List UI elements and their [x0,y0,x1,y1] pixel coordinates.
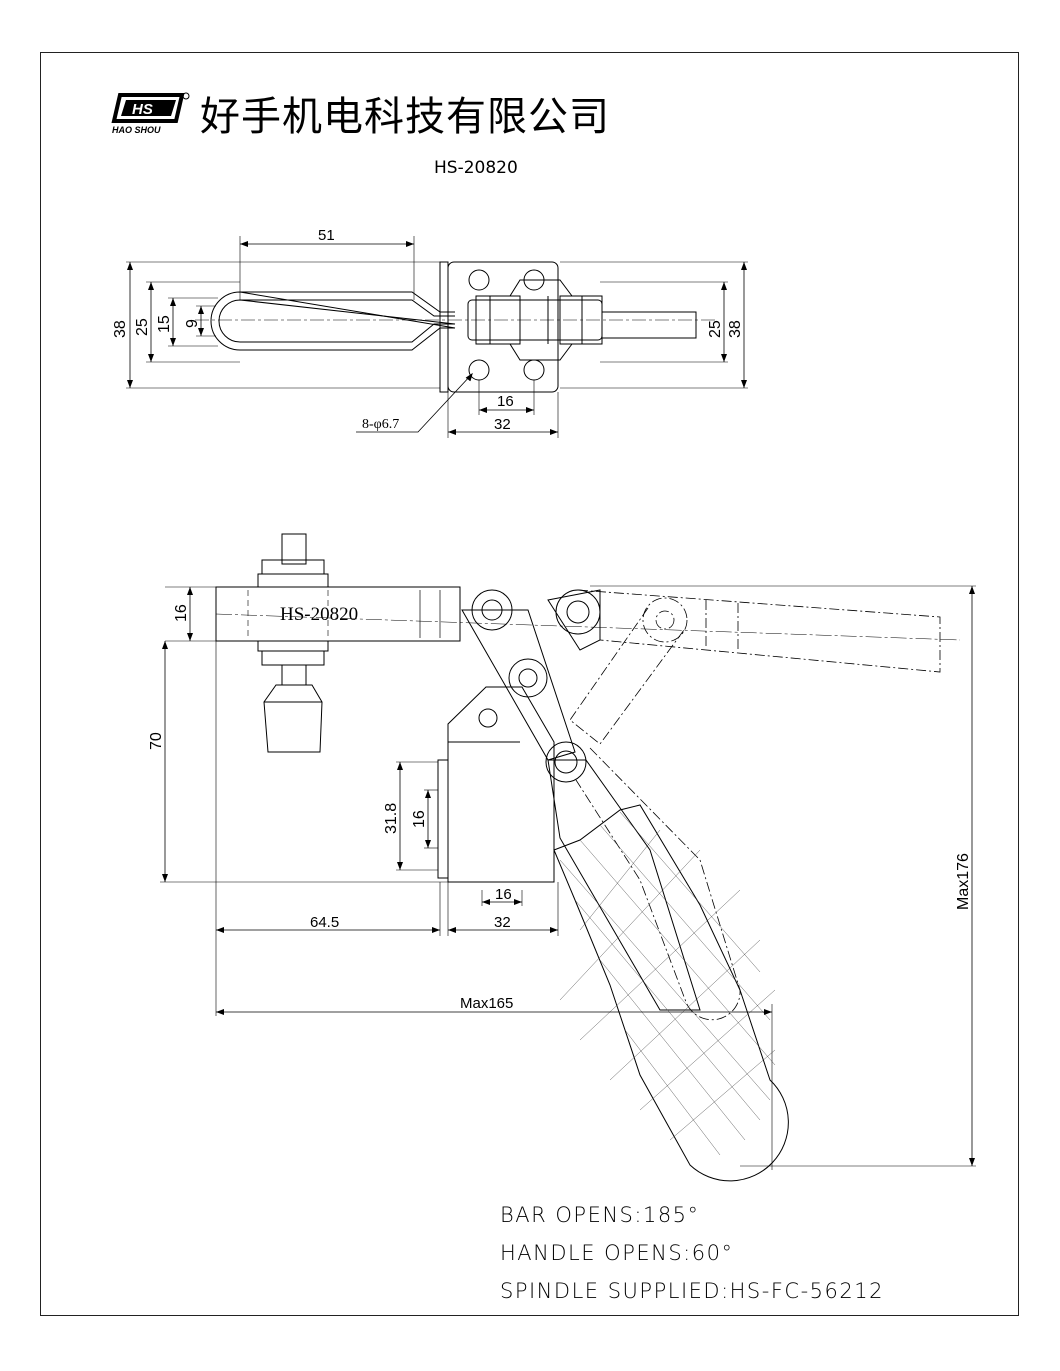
hole-callout: 8-φ6.7 [362,417,399,432]
arm-label: HS-20820 [280,604,358,625]
dim-height-70: 70 [148,732,165,750]
dim-16-vert: 16 [411,810,428,828]
dim-left-38: 38 [112,320,129,338]
dim-left-15: 15 [156,315,173,333]
dim-hole-spacing: 16 [497,393,514,410]
company-name: 好手机电科技有限公司 [200,94,610,140]
dim-base-32: 32 [494,914,511,931]
dim-left-25: 25 [134,318,151,336]
dim-right-25: 25 [707,320,724,338]
note-spindle: SPINDLE SUPPLIED:HS-FC-56212 [500,1279,884,1303]
drawing-border [40,52,1019,1316]
spec-notes: BAR OPENS:185° HANDLE OPENS:60° SPINDLE … [500,1196,884,1310]
dim-left-9: 9 [184,319,201,328]
dim-base-16: 16 [495,886,512,903]
dim-max176: Max176 [955,853,972,910]
dim-51: 51 [318,227,335,244]
hs-logo: HS HAO SHOU [111,92,190,135]
note-handle-opens: HANDLE OPENS:60° [500,1241,734,1265]
dim-base-width: 32 [494,416,511,433]
dim-right-38: 38 [727,320,744,338]
side-view [160,533,976,1182]
logo-mark: HS [132,101,153,118]
top-view [126,236,748,438]
model-number: HS-20820 [434,158,518,178]
logo-caption: HAO SHOU [112,125,161,135]
dim-31-8: 31.8 [383,803,400,834]
dim-max165: Max165 [460,995,513,1012]
dim-arm-16: 16 [173,604,190,622]
note-bar-opens: BAR OPENS:185° [500,1203,700,1227]
dim-64-5: 64.5 [310,914,339,931]
